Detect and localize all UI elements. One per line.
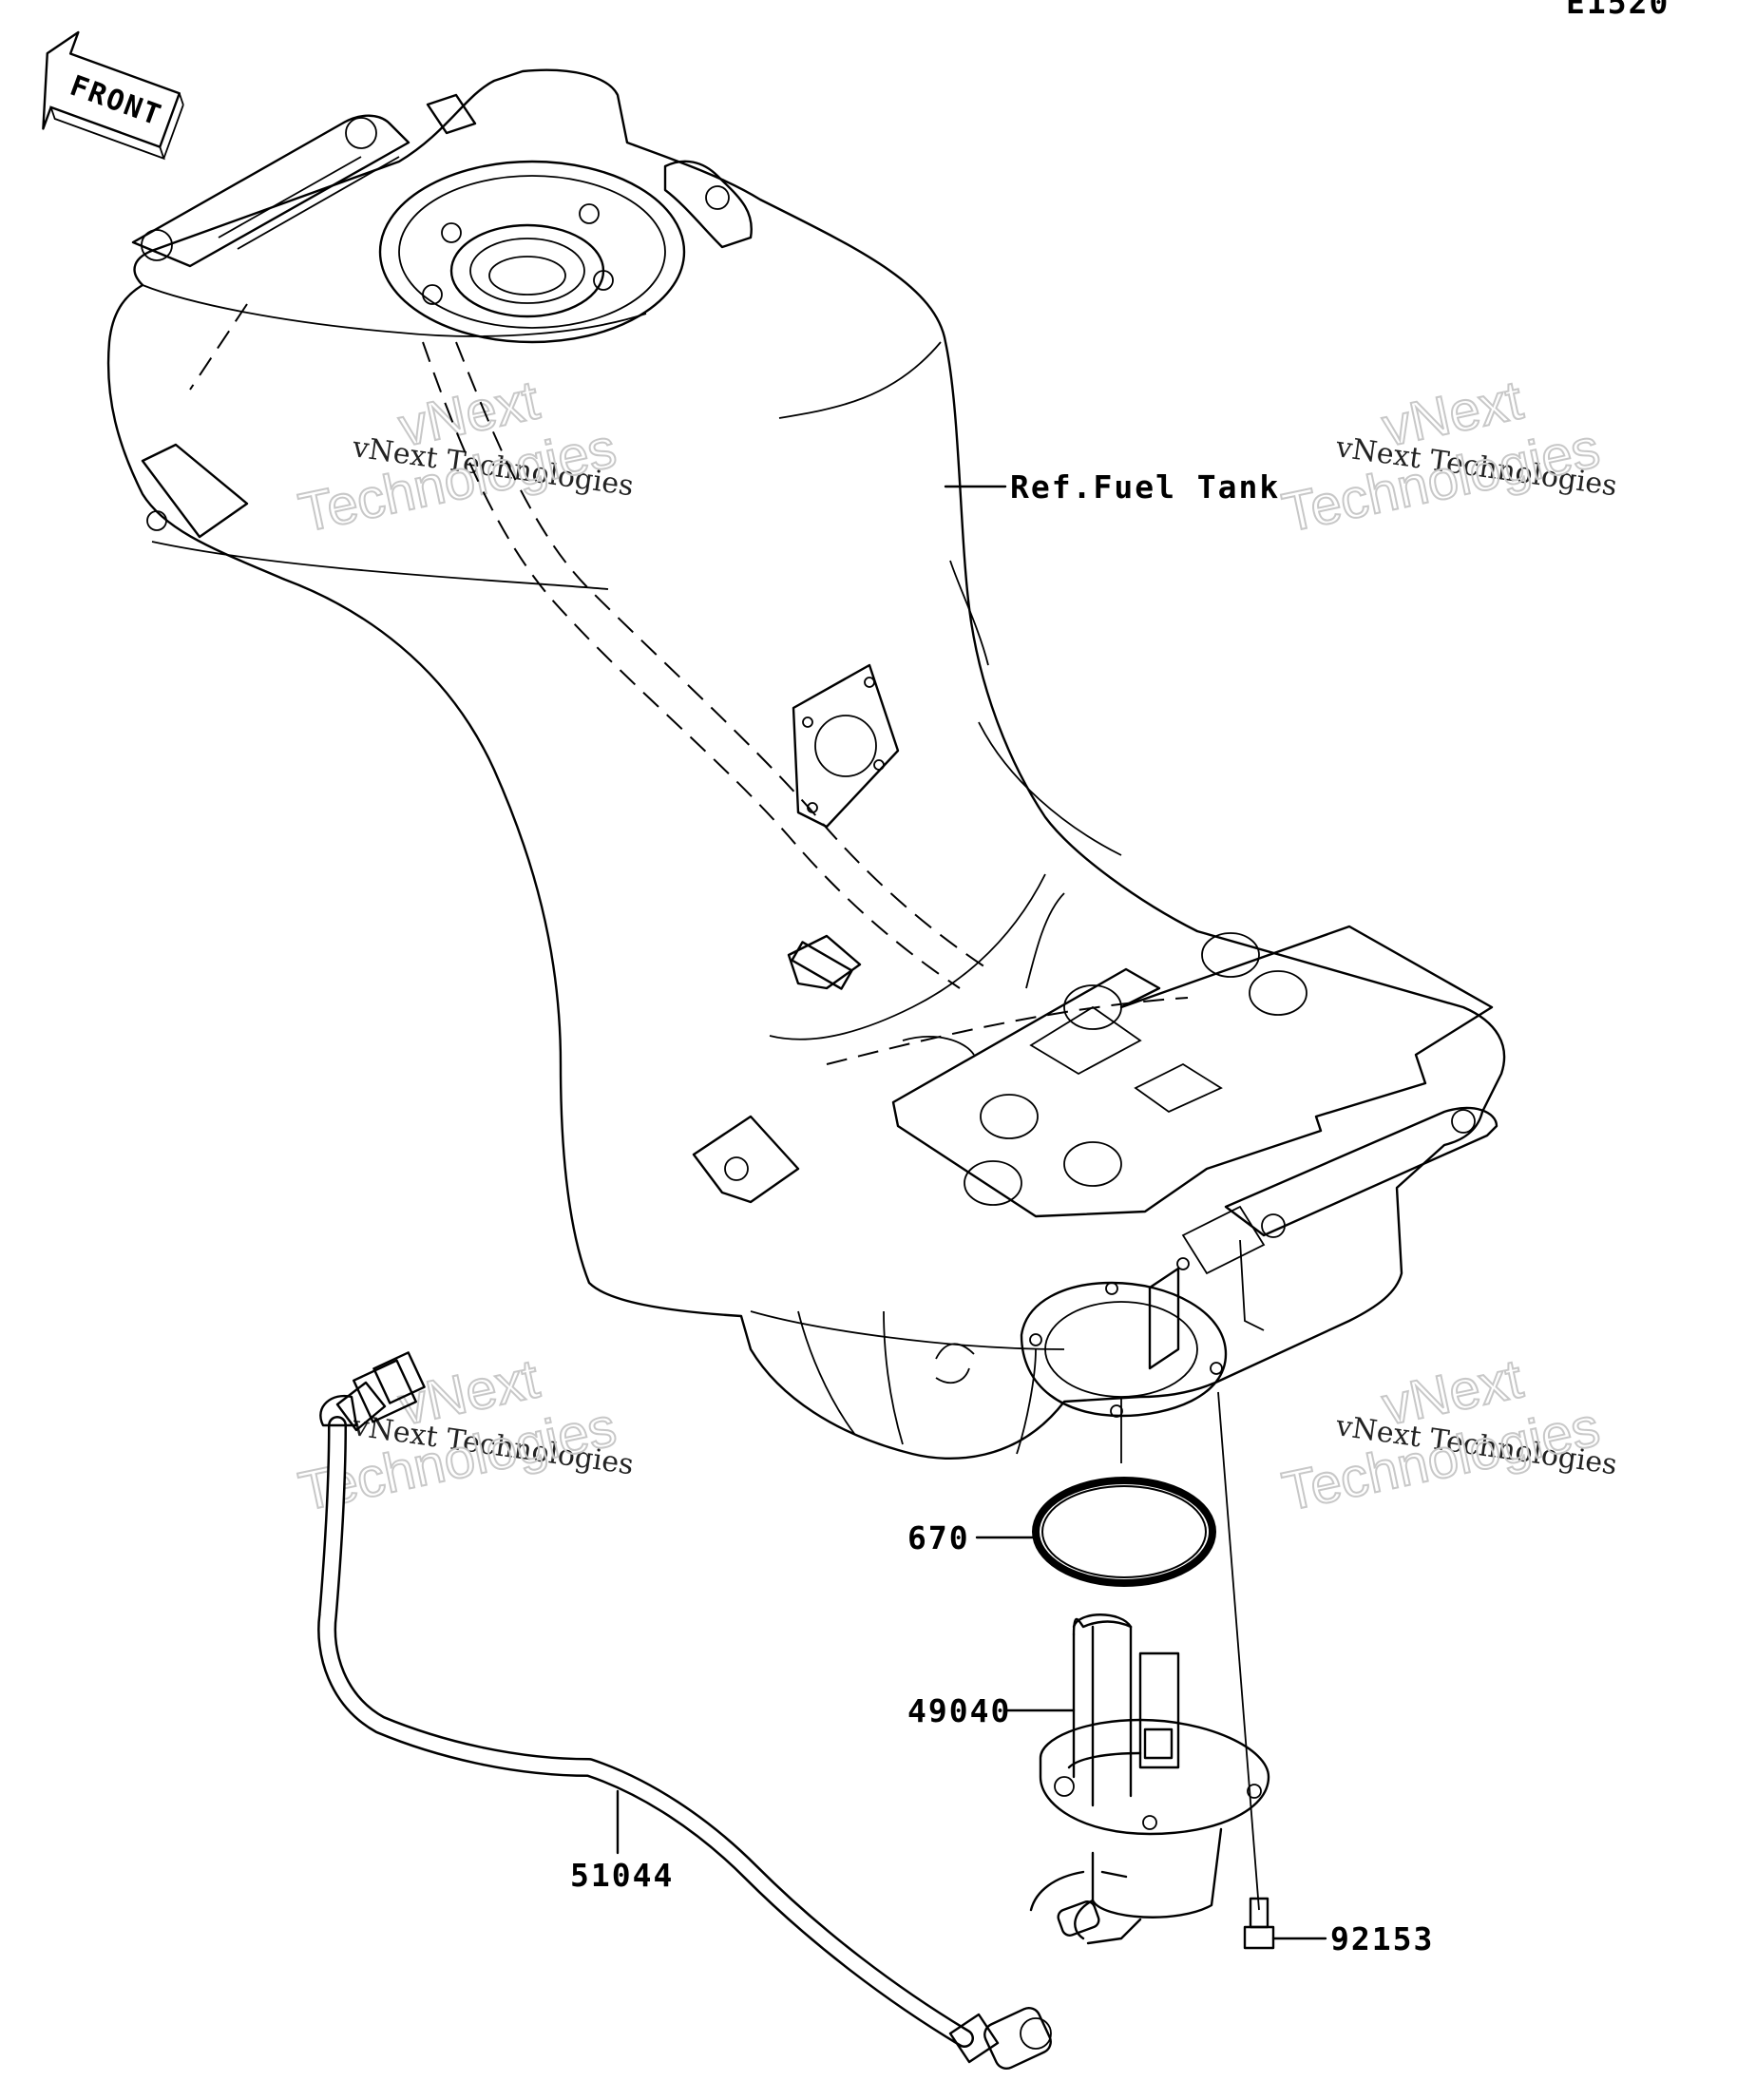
fuel-tank [106, 68, 1506, 1463]
ref-fuel-tank-label: Ref.Fuel Tank [1010, 468, 1280, 506]
front-arrow-icon: FRONT [42, 30, 184, 161]
watermark-1: vNext Technologies vNext Technologies [293, 368, 636, 544]
part-92153-bolt: 92153 [1243, 1897, 1434, 1957]
part-49040-fuel-pump: 49040 [907, 1613, 1270, 1945]
front-label: FRONT [66, 69, 166, 133]
part-670-gasket: 670 [907, 1477, 1216, 1587]
part-670-label: 670 [907, 1519, 970, 1556]
watermark-4: vNext Technologies vNext Technologies [1276, 1346, 1619, 1523]
part-92153-label: 92153 [1330, 1920, 1434, 1957]
watermark-2: vNext Technologies vNext Technologies [1276, 368, 1619, 544]
part-51044-label: 51044 [570, 1857, 674, 1894]
ref-fuel-tank-callout: Ref.Fuel Tank [944, 468, 1280, 506]
alignment-line [1217, 1391, 1260, 1911]
diagram-code: E1520 [1566, 0, 1670, 21]
part-51044-hose: 51044 [317, 1351, 1052, 2071]
part-49040-label: 49040 [907, 1692, 1011, 1729]
